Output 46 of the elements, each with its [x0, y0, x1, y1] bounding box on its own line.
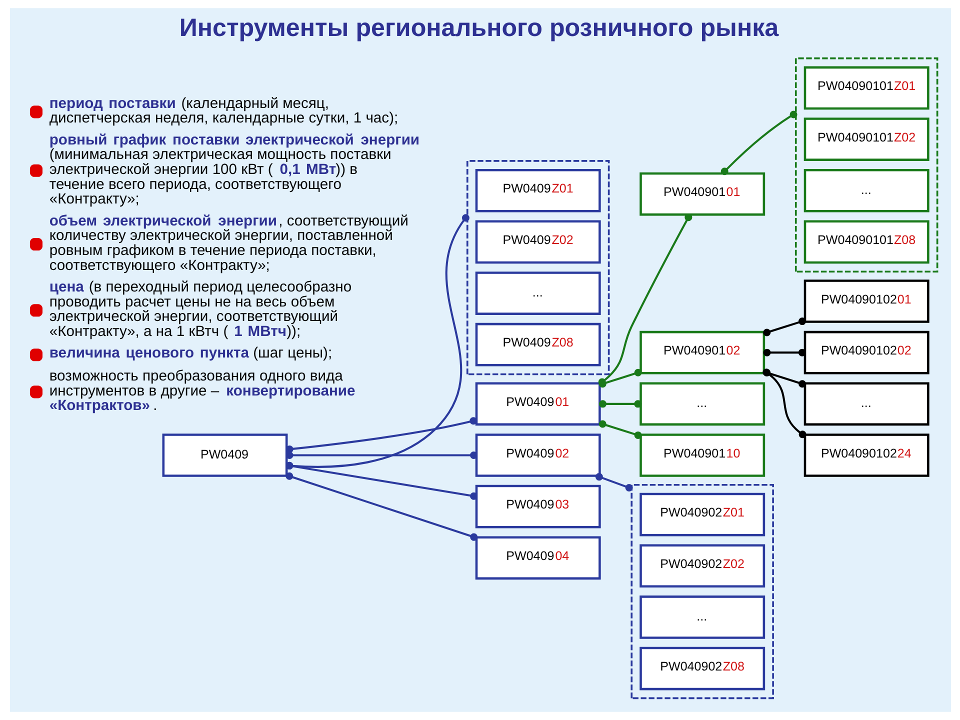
label: цена (в переходный период целесообразно проводить расчет цены не на весь объем электрической энергии, соответствующий «Контракту», а на 1 кВтч (1 МВтч));	[48, 279, 352, 340]
node-box: PW04090101Z08	[803, 220, 929, 264]
connector	[285, 417, 477, 454]
label: период поставки (календарный месяц, диспетчерская неделя, календарные сутки, 1 час);	[48, 96, 398, 127]
node-box: PW0409Z02	[474, 220, 600, 264]
connector	[285, 462, 478, 500]
connector	[762, 348, 806, 356]
node-box: PW04090101	[639, 172, 765, 216]
node-box: PW040903	[474, 484, 600, 528]
node-box: PW0409010201	[803, 280, 929, 323]
connector	[720, 110, 797, 176]
diagram-title: Инструменты регионального розничного рынка	[178, 14, 778, 42]
node-box: PW0409010224	[803, 434, 929, 477]
node-box: ...	[474, 272, 600, 315]
cluster	[794, 57, 938, 273]
connector	[594, 473, 632, 492]
node-box: PW04090101Z02	[803, 118, 929, 161]
connector	[285, 451, 477, 459]
connector	[285, 472, 478, 541]
node-box: PW040902Z01	[639, 492, 765, 536]
node-box: ...	[803, 382, 929, 426]
node-box: PW040902	[474, 434, 600, 477]
node-box: PW040902Z02	[639, 544, 765, 588]
node-box: PW040904	[474, 536, 600, 580]
node-box: PW04090102	[639, 330, 765, 374]
cluster	[466, 160, 610, 376]
node-box: PW04090110	[639, 434, 765, 477]
node-box: PW0409Z01	[474, 168, 600, 212]
node-box: PW0409010202	[803, 330, 929, 374]
node-box: ...	[803, 168, 929, 212]
label: возможность преобразования одного вида инструментов в другие – конвертирование «Контрактов».	[48, 368, 355, 414]
label: величина ценового пункта (шаг цены);	[48, 346, 332, 362]
node-box: PW0409	[162, 434, 288, 477]
cluster	[630, 484, 774, 700]
label: объем электрической энергии, соответствующий количеству электрической энергии, поставленной ровным графиком в течение периода поставки, соответствующего «Контракту»;	[48, 213, 408, 274]
node-box: ...	[639, 596, 765, 639]
node-box: PW04090101Z01	[803, 66, 929, 110]
node-box: ...	[639, 382, 765, 426]
connector	[598, 400, 642, 408]
node-box: PW040901	[474, 382, 600, 426]
node-box: PW040902Z08	[639, 646, 765, 690]
connector	[762, 318, 806, 336]
label: ровный график поставки электрической энергии (минимальная электрическая мощность поставки электрической энергии 100 кВт (0,1 МВт)) в течение всего периода, соответствующего «Контракту»;	[48, 132, 420, 208]
node-box: PW0409Z08	[474, 322, 600, 366]
connector	[285, 214, 469, 470]
connector	[598, 420, 642, 439]
